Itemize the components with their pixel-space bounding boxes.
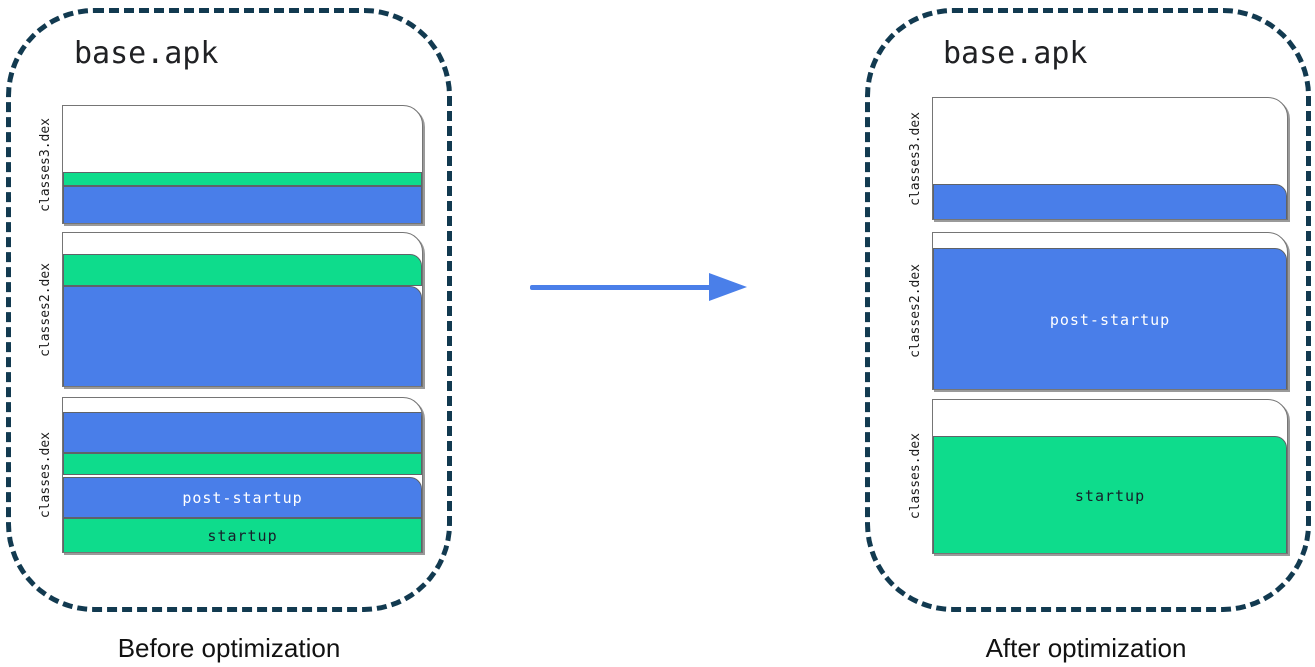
dex-file-label: classes.dex — [28, 397, 62, 553]
dex-stack: classes3.dex — [898, 97, 1288, 220]
segment-label: startup — [207, 527, 278, 545]
dex-file-label-text: classes2.dex — [37, 262, 53, 357]
dex-page — [62, 232, 423, 387]
dex-segment-white — [63, 106, 422, 172]
before-apk-title: base.apk — [74, 36, 219, 71]
after-caption: After optimization — [985, 633, 1187, 663]
dex-segment-white — [63, 233, 422, 254]
dex-segment-green: startup — [933, 436, 1287, 553]
dex-segment-white — [933, 400, 1287, 436]
before-caption: Before optimization — [117, 633, 341, 663]
arrow-line — [530, 285, 712, 290]
dex-segment-green — [63, 453, 422, 475]
segment-label: startup — [1074, 486, 1146, 505]
dex-file-label: classes3.dex — [28, 105, 62, 224]
dex-file-label: classes3.dex — [898, 97, 932, 220]
dex-file-label-text: classes.dex — [907, 433, 923, 520]
dex-page: post-startup — [932, 232, 1288, 390]
dex-file-label: classes.dex — [898, 399, 932, 554]
arrow-head-icon — [709, 273, 747, 301]
dex-segment-blue — [63, 186, 422, 223]
after-apk-title: base.apk — [943, 36, 1088, 71]
dex-file-label: classes2.dex — [28, 232, 62, 387]
segment-label: post-startup — [1049, 310, 1171, 329]
segment-label: post-startup — [182, 488, 303, 507]
dex-page: startup — [932, 399, 1288, 554]
dex-segment-blue — [63, 286, 422, 386]
dex-segment-green — [63, 254, 422, 286]
dex-segment-green — [63, 172, 422, 186]
dex-segment-white — [933, 98, 1287, 184]
dex-stack: classes.dex startup — [898, 399, 1288, 554]
dex-segment-white — [63, 398, 422, 412]
dex-file-label-text: classes3.dex — [37, 117, 53, 212]
dex-file-label-text: classes2.dex — [907, 264, 923, 358]
dex-stack: classes3.dex — [28, 105, 423, 224]
dex-segment-blue: post-startup — [933, 248, 1287, 389]
dex-stack: classes2.dex post-startup — [898, 232, 1288, 390]
dex-stack: classes.dex post-startup startup — [28, 397, 423, 553]
dex-segment-white — [933, 233, 1287, 248]
dex-segment-green: startup — [63, 518, 422, 552]
dex-segment-blue — [933, 184, 1287, 219]
dex-page — [932, 97, 1288, 220]
before-apk-dashed-box — [6, 8, 452, 612]
dex-file-label: classes2.dex — [898, 232, 932, 390]
dex-segment-blue — [63, 412, 422, 453]
dex-file-label-text: classes.dex — [37, 431, 53, 519]
dex-file-label-text: classes3.dex — [907, 111, 923, 206]
after-apk-dashed-box — [865, 8, 1311, 612]
dex-page: post-startup startup — [62, 397, 423, 553]
dex-stack: classes2.dex — [28, 232, 423, 387]
dex-page — [62, 105, 423, 224]
dex-segment-blue: post-startup — [63, 477, 422, 518]
